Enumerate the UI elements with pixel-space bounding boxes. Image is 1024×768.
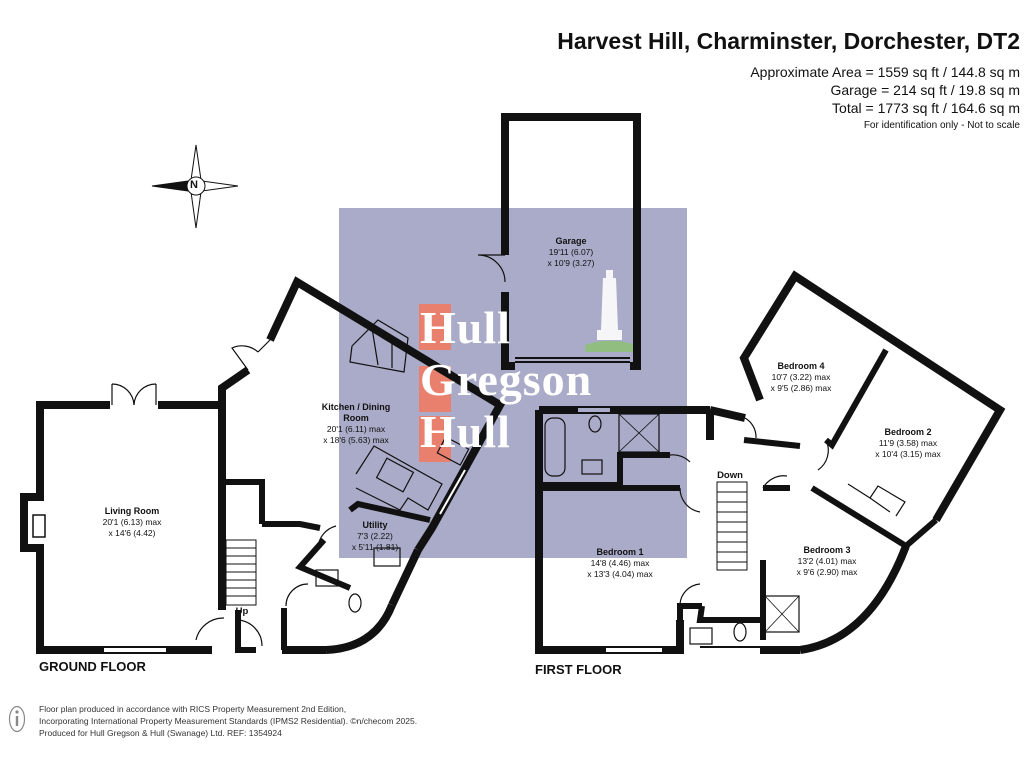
watermark-line-2: Gregson: [420, 354, 593, 405]
room-label-bedroom-4: Bedroom 4 10'7 (3.22) max x 9'5 (2.86) m…: [770, 361, 832, 393]
info-icon: [8, 705, 26, 733]
compass-north-label: N: [190, 179, 198, 191]
room-label-garage: Garage 19'11 (6.07) x 10'9 (3.27): [547, 236, 595, 268]
watermark-line-3: Hull: [420, 406, 511, 457]
stairs-up-label: Up: [235, 606, 249, 617]
room-label-kitchen-dining: Kitchen / Dining Room 20'1 (6.11) max x …: [321, 402, 391, 445]
watermark-background: [339, 208, 687, 558]
watermark-line-1: Hull: [420, 302, 511, 353]
room-label-bedroom-2: Bedroom 2 11'9 (3.58) max x 10'4 (3.15) …: [875, 427, 941, 459]
footer-line-1: Floor plan produced in accordance with R…: [39, 704, 347, 714]
first-floor-stairs: [716, 481, 748, 571]
total-area-text: Total = 1773 sq ft / 164.6 sq m: [832, 100, 1020, 116]
footer-notes: Floor plan produced in accordance with R…: [39, 703, 417, 739]
ground-stairs: [225, 539, 257, 606]
first-floor-walls: [535, 270, 1006, 654]
scale-disclaimer: For identification only - Not to scale: [863, 120, 1020, 131]
ground-floor-label: GROUND FLOOR: [39, 659, 146, 674]
approx-area-text: Approximate Area = 1559 sq ft / 144.8 sq…: [750, 64, 1020, 80]
room-label-living-room: Living Room 20'1 (6.13) max x 14'6 (4.42…: [102, 506, 162, 538]
garage-walls: [477, 113, 641, 370]
watermark-monument-icon: [585, 270, 640, 352]
footer-line-3: Produced for Hull Gregson & Hull (Swanag…: [39, 728, 282, 738]
plan-title: Harvest Hill, Charminster, Dorchester, D…: [557, 28, 1020, 54]
ground-floor-walls: [20, 276, 506, 654]
room-label-bedroom-1: Bedroom 1 14'8 (4.46) max x 13'3 (4.04) …: [587, 547, 653, 579]
room-label-utility: Utility 7'3 (2.22) x 5'11 (1.81): [351, 520, 399, 552]
garage-area-text: Garage = 214 sq ft / 19.8 sq m: [830, 82, 1021, 98]
footer-line-2: Incorporating International Property Mea…: [39, 716, 418, 726]
compass-icon: [151, 144, 239, 229]
stairs-down-label: Down: [717, 470, 743, 481]
first-floor-label: FIRST FLOOR: [535, 662, 622, 677]
room-label-bedroom-3: Bedroom 3 13'2 (4.01) max x 9'6 (2.90) m…: [796, 545, 858, 577]
watermark-text: Hull Gregson Hull: [420, 300, 592, 460]
